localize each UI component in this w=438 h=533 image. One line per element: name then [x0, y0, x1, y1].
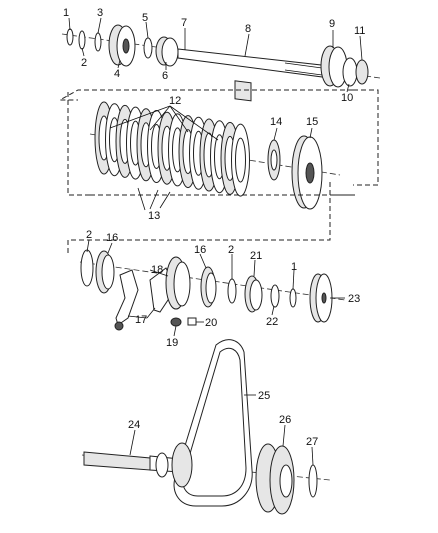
part-2-washer-mid — [227, 278, 237, 304]
part-6-gear — [155, 36, 179, 67]
part-27-snap-ring — [308, 464, 318, 498]
callout-2-mid: 2 — [228, 244, 234, 256]
callout-15: 15 — [306, 116, 318, 128]
part-16-bearing-2 — [200, 266, 217, 308]
top-shaft-assembly — [61, 24, 381, 102]
callout-2: 2 — [81, 57, 87, 69]
callout-3: 3 — [97, 7, 103, 19]
callout-16: 16 — [106, 232, 118, 244]
callout-labels: 1 2 3 4 5 6 7 8 9 10 11 12 13 14 15 2 16… — [63, 7, 365, 448]
callout-7: 7 — [181, 17, 187, 29]
callout-27: 27 — [306, 436, 318, 448]
group-bracket-right — [353, 89, 379, 186]
callout-21: 21 — [250, 250, 262, 262]
callout-22: 22 — [266, 316, 278, 328]
part-15-drum — [291, 135, 323, 210]
callout-26: 26 — [279, 414, 291, 426]
callout-10: 10 — [341, 92, 353, 104]
part-4-gear — [108, 24, 136, 67]
callout-11: 11 — [354, 25, 365, 37]
part-24-input-shaft — [83, 442, 193, 488]
group-bracket-top — [58, 89, 353, 101]
callout-6: 6 — [162, 70, 168, 82]
callout-18: 18 — [151, 264, 163, 276]
part-19-plug — [170, 317, 182, 327]
part-23-flange — [309, 273, 333, 323]
part-9-gear — [320, 45, 348, 88]
group-bracket-left — [67, 92, 90, 196]
callout-20: 20 — [205, 317, 217, 329]
part-1-snap-ring-lower — [289, 288, 297, 308]
callout-16-second: 16 — [194, 244, 206, 256]
group-bracket-lower — [67, 182, 331, 255]
clutch-plate-bore — [235, 137, 246, 183]
part-2-washer-lower — [80, 249, 94, 287]
part-10-hub — [342, 57, 358, 87]
part-20-detent — [187, 317, 197, 326]
middle-assembly — [79, 249, 346, 331]
callout-13: 13 — [148, 210, 160, 222]
callout-4: 4 — [114, 68, 120, 80]
callout-5: 5 — [142, 12, 148, 24]
callout-12: 12 — [169, 95, 181, 107]
clutch-pack-assembly — [89, 101, 341, 210]
part-8-output-shaft — [177, 48, 331, 102]
part-16-bearing — [95, 250, 115, 294]
part-3-ring — [94, 32, 102, 52]
part-5-spacer — [143, 37, 153, 59]
callout-9: 9 — [329, 18, 335, 30]
part-21-gear — [244, 275, 263, 313]
callout-8: 8 — [245, 23, 251, 35]
part-1-snap-ring — [66, 28, 74, 46]
part-26-sprocket — [255, 443, 295, 515]
callout-1-lower: 1 — [291, 261, 297, 273]
callout-1: 1 — [63, 7, 69, 19]
callout-24: 24 — [128, 419, 140, 431]
callout-19: 19 — [166, 337, 178, 349]
part-2-washer — [78, 30, 86, 50]
part-25-drive-chain — [173, 339, 253, 507]
callout-23: 23 — [348, 293, 360, 305]
callout-17: 17 — [135, 314, 147, 326]
callout-leaders — [68, 17, 363, 466]
clutch-plates — [94, 101, 250, 197]
callout-2-lower: 2 — [86, 229, 92, 241]
part-18-synchro-hub — [165, 256, 191, 310]
part-22-ring — [270, 284, 280, 308]
chain-drive-assembly — [81, 339, 331, 515]
callout-25: 25 — [258, 390, 270, 402]
callout-14: 14 — [270, 116, 282, 128]
part-11-nut — [355, 59, 369, 85]
